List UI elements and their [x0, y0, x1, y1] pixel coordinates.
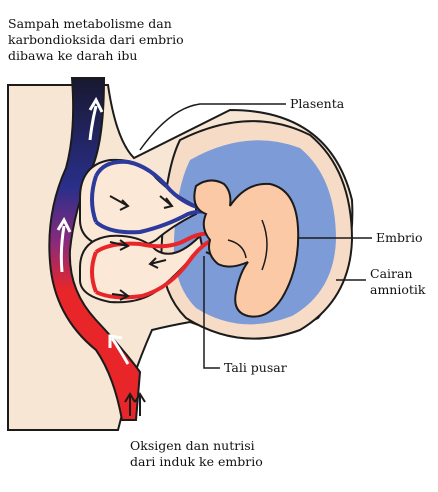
arrow-entry-left — [124, 392, 136, 416]
arrow-up-top — [88, 105, 98, 141]
arrow-up-bottom-head — [108, 334, 123, 348]
label-cairan-amniotik: Cairan amniotik — [370, 266, 425, 298]
embryo — [193, 179, 300, 318]
blue-vessel-loop-1 — [94, 159, 209, 212]
blue-vessel-loop-2 — [94, 209, 211, 235]
label-plasenta: Plasenta — [290, 96, 345, 111]
arrow-villi-4 — [148, 257, 167, 269]
arrow-up-mid — [59, 225, 66, 273]
arrow-villi-2 — [159, 195, 174, 209]
red-vessel-loop-2 — [95, 238, 213, 300]
arrow-up-mid-head — [56, 216, 72, 233]
arrow-villi-1 — [109, 195, 130, 211]
embryo-fold — [261, 219, 268, 271]
label-cairan-line-2: amniotik — [370, 282, 426, 297]
caption-waste: Sampah metabolisme dan karbondioksida da… — [8, 16, 184, 64]
blue-vessel-return — [90, 175, 98, 223]
red-vessel-loop-1 — [94, 231, 213, 254]
arrow-up-bottom — [110, 337, 130, 365]
caption-oxygen-line-1: Oksigen dan nutrisi — [130, 438, 255, 453]
label-embrio: Embrio — [376, 230, 423, 245]
caption-waste-line-2: karbondioksida dari embrio — [8, 32, 184, 47]
caption-oxygen: Oksigen dan nutrisi dari induk ke embrio — [130, 438, 263, 470]
embryo-limb — [227, 239, 247, 259]
caption-oxygen-line-2: dari induk ke embrio — [130, 454, 263, 469]
label-cairan-line-1: Cairan — [370, 266, 413, 281]
leader-tali-pusar — [203, 256, 220, 369]
label-tali-pusar: Tali pusar — [224, 360, 287, 375]
leader-plasenta — [139, 103, 286, 151]
arrow-entry-right — [134, 392, 146, 416]
red-vessel-return — [90, 251, 98, 293]
caption-waste-line-1: Sampah metabolisme dan — [8, 16, 172, 31]
arrow-villi-5 — [111, 289, 130, 301]
arrow-villi-3 — [109, 239, 130, 251]
caption-waste-line-3: dibawa ke darah ibu — [8, 48, 138, 63]
arrow-up-top-head — [88, 96, 104, 113]
